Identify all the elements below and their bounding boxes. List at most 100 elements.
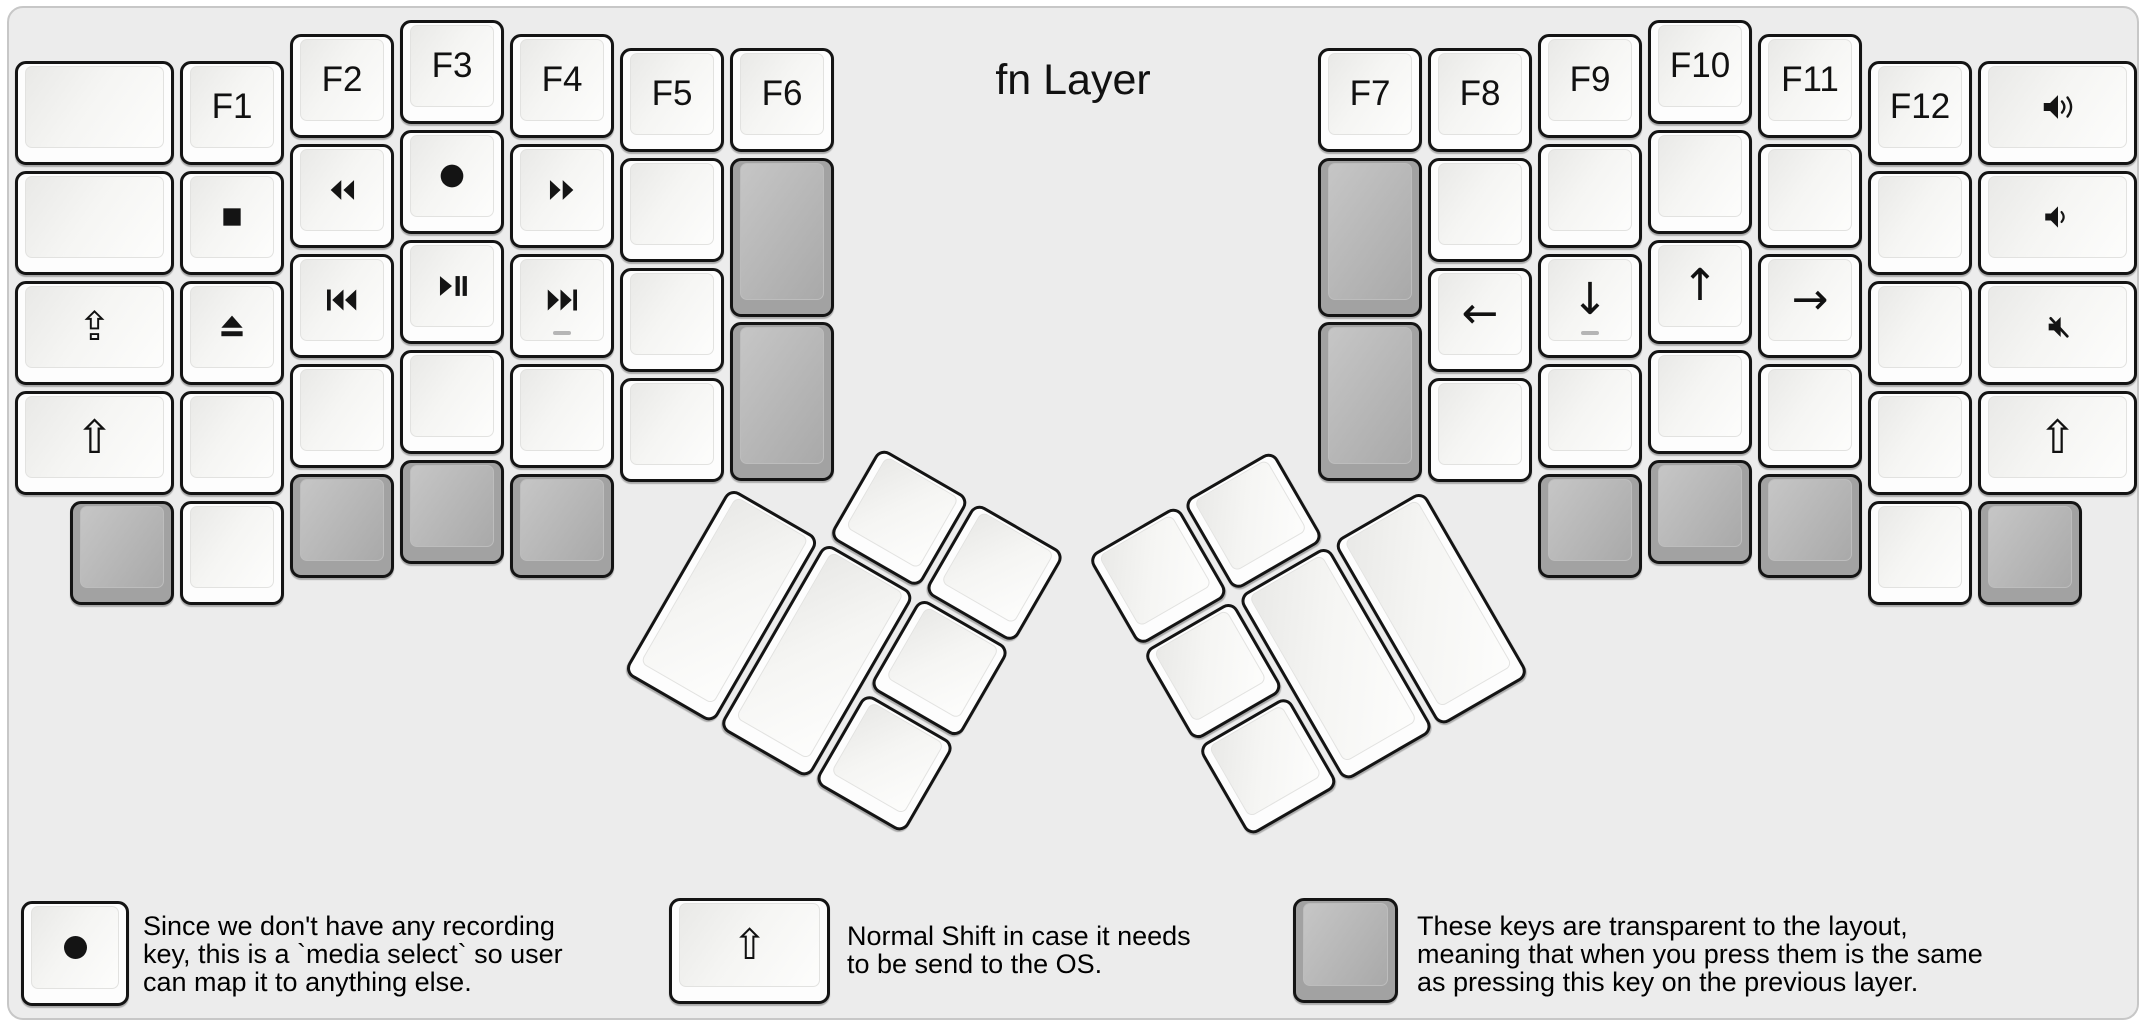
keycap-surface — [1988, 176, 2127, 258]
key-transparent[interactable] — [1978, 501, 2082, 605]
keycap-surface — [630, 273, 714, 355]
key-arrow-down[interactable]: ↓ — [1538, 254, 1642, 358]
key-transparent[interactable] — [290, 474, 394, 578]
key-blank[interactable] — [290, 364, 394, 468]
key-blank[interactable] — [400, 350, 504, 454]
keycap-surface: F6 — [740, 53, 824, 135]
key-blank[interactable] — [620, 378, 724, 482]
key-transparent[interactable] — [1758, 474, 1862, 578]
keycap-surface — [300, 369, 384, 451]
keycap-surface — [1658, 135, 1742, 217]
key-next-track[interactable] — [510, 254, 614, 358]
key-f2[interactable]: F2 — [290, 34, 394, 138]
key-label: F11 — [1781, 60, 1839, 99]
key-blank[interactable] — [1428, 378, 1532, 482]
key-transparent[interactable] — [1318, 158, 1422, 317]
key-blank[interactable] — [620, 268, 724, 372]
record-icon — [435, 159, 469, 193]
mute-icon — [2042, 311, 2074, 343]
key-caps-lock[interactable]: ⇪ — [15, 281, 174, 385]
key-rewind[interactable] — [290, 144, 394, 248]
keycap-surface — [1988, 66, 2127, 148]
keycap-surface — [1768, 369, 1852, 451]
keycap-surface — [190, 176, 274, 258]
key-f9[interactable]: F9 — [1538, 34, 1642, 138]
key-record[interactable] — [400, 130, 504, 234]
key-blank[interactable] — [1868, 281, 1972, 385]
key-f5[interactable]: F5 — [620, 48, 724, 152]
key-blank[interactable] — [620, 158, 724, 262]
key-shift-left[interactable]: ⇧ — [15, 391, 174, 495]
key-transparent[interactable] — [730, 158, 834, 317]
key-arrow-left[interactable]: ← — [1428, 268, 1532, 372]
keycap-surface: F4 — [520, 39, 604, 121]
keycap-surface — [1988, 286, 2127, 368]
caps-icon: ⇪ — [77, 304, 112, 350]
keycap-surface: ↓ — [1548, 259, 1632, 341]
key-transparent[interactable] — [400, 460, 504, 564]
keycap-surface: F10 — [1658, 25, 1742, 107]
key-f7[interactable]: F7 — [1318, 48, 1422, 152]
key-transparent[interactable] — [70, 501, 174, 605]
key-blank[interactable] — [1538, 144, 1642, 248]
arrow-right-icon: → — [1791, 274, 1829, 325]
key-f3[interactable]: F3 — [400, 20, 504, 124]
keycap-surface — [1878, 506, 1962, 588]
key-arrow-up[interactable]: ↑ — [1648, 240, 1752, 344]
key-f12[interactable]: F12 — [1868, 61, 1972, 165]
key-transparent[interactable] — [1538, 474, 1642, 578]
key-volume-mute[interactable] — [1978, 281, 2137, 385]
key-blank[interactable] — [1868, 501, 1972, 605]
record-icon — [63, 936, 87, 959]
legend-text-record: Since we don't have any recording key, t… — [143, 912, 563, 996]
key-blank[interactable] — [1428, 158, 1532, 262]
key-blank[interactable] — [1538, 364, 1642, 468]
key-stop[interactable] — [180, 171, 284, 275]
key-blank[interactable] — [510, 364, 614, 468]
legend-line: Normal Shift in case it needs — [847, 921, 1191, 951]
key-blank[interactable] — [180, 391, 284, 495]
keycap-surface — [25, 176, 164, 258]
key-transparent[interactable] — [510, 474, 614, 578]
key-transparent[interactable] — [1648, 460, 1752, 564]
key-blank[interactable] — [15, 171, 174, 275]
key-f4[interactable]: F4 — [510, 34, 614, 138]
key-f11[interactable]: F11 — [1758, 34, 1862, 138]
keycap-surface: ⇧ — [25, 396, 164, 478]
keycap-surface: F12 — [1878, 66, 1962, 148]
key-blank[interactable] — [1648, 130, 1752, 234]
key-blank[interactable] — [1758, 144, 1862, 248]
key-blank[interactable] — [1648, 350, 1752, 454]
key-blank[interactable] — [1868, 171, 1972, 275]
key-label: F1 — [211, 87, 253, 126]
key-f6[interactable]: F6 — [730, 48, 834, 152]
keycap-surface — [190, 396, 274, 478]
legend-line: to be send to the OS. — [847, 949, 1103, 979]
key-fast-forward[interactable] — [510, 144, 614, 248]
keycap-surface: F8 — [1438, 53, 1522, 135]
keycap-surface — [80, 506, 164, 588]
key-transparent[interactable] — [730, 322, 834, 481]
key-transparent[interactable] — [1318, 322, 1422, 481]
rewind-icon — [325, 173, 359, 207]
key-blank[interactable] — [1758, 364, 1862, 468]
key-volume-down[interactable] — [1978, 171, 2137, 275]
key-eject[interactable] — [180, 281, 284, 385]
keycap-surface: F7 — [1328, 53, 1412, 135]
key-f8[interactable]: F8 — [1428, 48, 1532, 152]
keycap-surface: F2 — [300, 39, 384, 121]
key-blank[interactable] — [1868, 391, 1972, 495]
key-shift-right[interactable]: ⇧ — [1978, 391, 2137, 495]
key-blank[interactable] — [180, 501, 284, 605]
key-volume-up[interactable] — [1978, 61, 2137, 165]
keycap-surface — [520, 149, 604, 231]
keycap-surface — [740, 163, 824, 300]
key-arrow-right[interactable]: → — [1758, 254, 1862, 358]
key-label: F3 — [431, 46, 473, 85]
legend-line: Since we don't have any recording — [143, 911, 555, 941]
key-blank[interactable] — [15, 61, 174, 165]
key-play-pause[interactable] — [400, 240, 504, 344]
key-f10[interactable]: F10 — [1648, 20, 1752, 124]
key-f1[interactable]: F1 — [180, 61, 284, 165]
key-prev-track[interactable] — [290, 254, 394, 358]
